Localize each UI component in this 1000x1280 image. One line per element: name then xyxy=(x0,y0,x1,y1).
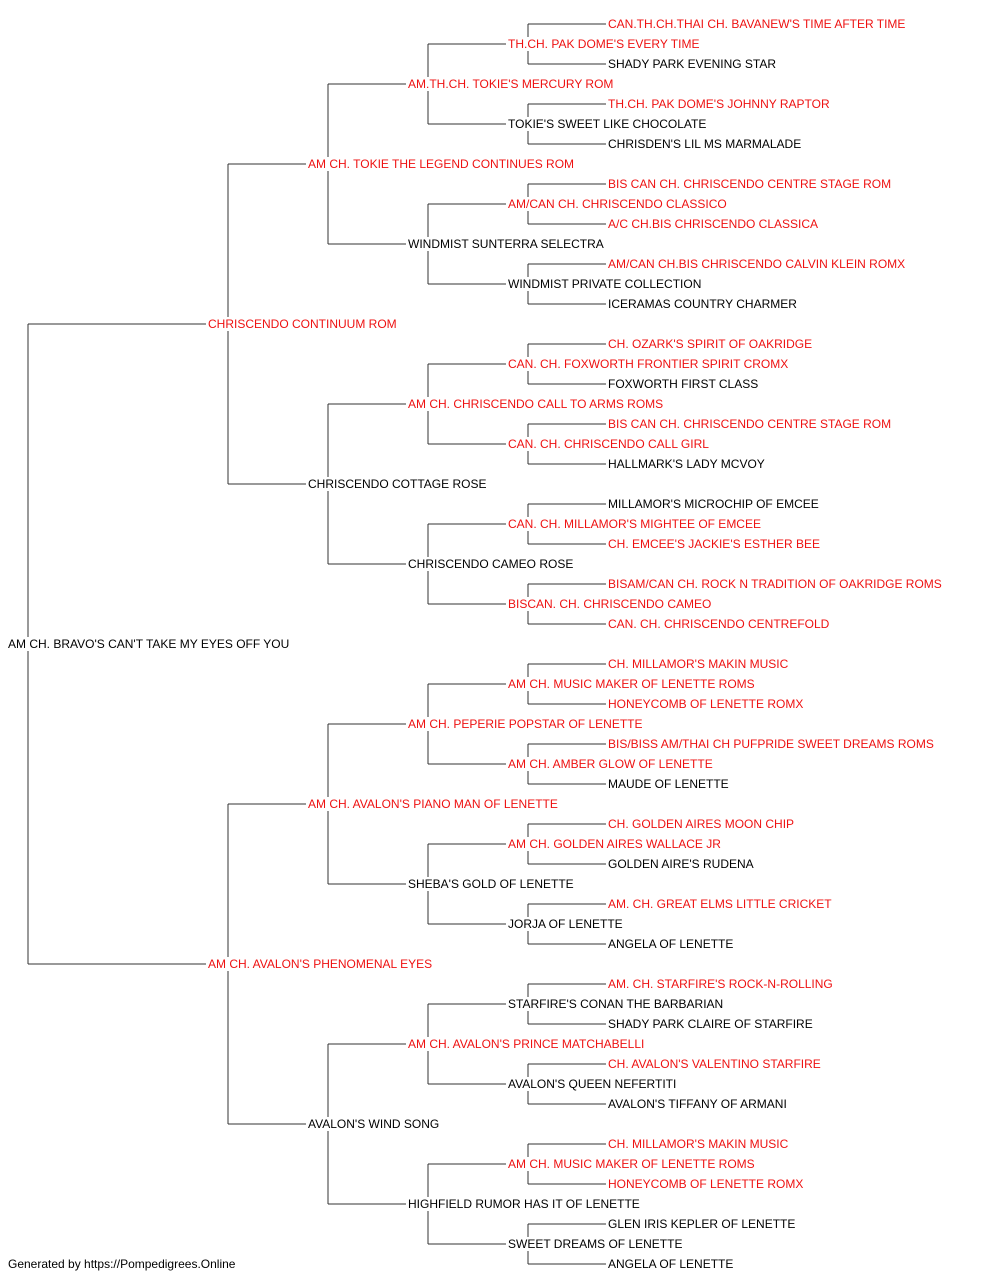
ancestor-name: AM CH. AVALON'S PIANO MAN OF LENETTE xyxy=(308,797,560,811)
ancestor-name: CHRISDEN'S LIL MS MARMALADE xyxy=(608,137,804,151)
ancestor-name: WINDMIST SUNTERRA SELECTRA xyxy=(408,237,606,251)
ancestor-name: ANGELA OF LENETTE xyxy=(608,937,736,951)
ancestor-name: CH. AVALON'S VALENTINO STARFIRE xyxy=(608,1057,823,1071)
ancestor-name: GOLDEN AIRE'S RUDENA xyxy=(608,857,756,871)
ancestor-name: ANGELA OF LENETTE xyxy=(608,1257,736,1271)
ancestor-name: CH. GOLDEN AIRES MOON CHIP xyxy=(608,817,797,831)
generated-by-footer: Generated by https://Pompedigrees.Online xyxy=(8,1257,236,1271)
ancestor-name: AM.TH.CH. TOKIE'S MERCURY ROM xyxy=(408,77,616,91)
ancestor-name: HONEYCOMB OF LENETTE ROMX xyxy=(608,1177,806,1191)
ancestor-name: BISCAN. CH. CHRISCENDO CAMEO xyxy=(508,597,714,611)
ancestor-name: CHRISCENDO COTTAGE ROSE xyxy=(308,477,489,491)
ancestor-name: AM CH. TOKIE THE LEGEND CONTINUES ROM xyxy=(308,157,577,171)
ancestor-name: AM CH. MUSIC MAKER OF LENETTE ROMS xyxy=(508,677,757,691)
ancestor-name: AM CH. AMBER GLOW OF LENETTE xyxy=(508,757,715,771)
ancestor-name: SWEET DREAMS OF LENETTE xyxy=(508,1237,685,1251)
ancestor-name: CAN. CH. FOXWORTH FRONTIER SPIRIT CROMX xyxy=(508,357,791,371)
ancestor-name: GLEN IRIS KEPLER OF LENETTE xyxy=(608,1217,798,1231)
ancestor-name: SHADY PARK EVENING STAR xyxy=(608,57,779,71)
ancestor-name: MILLAMOR'S MICROCHIP OF EMCEE xyxy=(608,497,821,511)
ancestor-name: WINDMIST PRIVATE COLLECTION xyxy=(508,277,704,291)
ancestor-name: TH.CH. PAK DOME'S EVERY TIME xyxy=(508,37,702,51)
ancestor-name: AM/CAN CH.BIS CHRISCENDO CALVIN KLEIN RO… xyxy=(608,257,908,271)
subject-dog-name: AM CH. BRAVO'S CAN'T TAKE MY EYES OFF YO… xyxy=(8,637,292,651)
ancestor-name: JORJA OF LENETTE xyxy=(508,917,625,931)
ancestor-name: BIS CAN CH. CHRISCENDO CENTRE STAGE ROM xyxy=(608,417,894,431)
ancestor-name: CAN.TH.CH.THAI CH. BAVANEW'S TIME AFTER … xyxy=(608,17,908,31)
ancestor-name: AM. CH. STARFIRE'S ROCK-N-ROLLING xyxy=(608,977,835,991)
ancestor-name: AM/CAN CH. CHRISCENDO CLASSICO xyxy=(508,197,729,211)
ancestor-name: AVALON'S WIND SONG xyxy=(308,1117,442,1131)
ancestor-name: A/C CH.BIS CHRISCENDO CLASSICA xyxy=(608,217,821,231)
ancestor-name: AM. CH. GREAT ELMS LITTLE CRICKET xyxy=(608,897,834,911)
ancestor-name: TH.CH. PAK DOME'S JOHNNY RAPTOR xyxy=(608,97,832,111)
ancestor-name: AVALON'S QUEEN NEFERTITI xyxy=(508,1077,679,1091)
ancestor-name: AM CH. AVALON'S PRINCE MATCHABELLI xyxy=(408,1037,647,1051)
ancestor-name: BIS CAN CH. CHRISCENDO CENTRE STAGE ROM xyxy=(608,177,894,191)
ancestor-name: SHADY PARK CLAIRE OF STARFIRE xyxy=(608,1017,815,1031)
ancestor-name: CH. MILLAMOR'S MAKIN MUSIC xyxy=(608,657,791,671)
ancestor-name: AM CH. CHRISCENDO CALL TO ARMS ROMS xyxy=(408,397,666,411)
ancestor-name: CH. MILLAMOR'S MAKIN MUSIC xyxy=(608,1137,791,1151)
ancestor-name: FOXWORTH FIRST CLASS xyxy=(608,377,761,391)
ancestor-name: CAN. CH. CHRISCENDO CALL GIRL xyxy=(508,437,711,451)
ancestor-name: AM CH. GOLDEN AIRES WALLACE JR xyxy=(508,837,723,851)
ancestor-name: CHRISCENDO CONTINUUM ROM xyxy=(208,317,399,331)
ancestor-name: AM CH. AVALON'S PHENOMENAL EYES xyxy=(208,957,435,971)
ancestor-name: AM CH. MUSIC MAKER OF LENETTE ROMS xyxy=(508,1157,757,1171)
ancestor-name: ICERAMAS COUNTRY CHARMER xyxy=(608,297,799,311)
ancestor-name: SHEBA'S GOLD OF LENETTE xyxy=(408,877,576,891)
ancestor-name: AVALON'S TIFFANY OF ARMANI xyxy=(608,1097,789,1111)
ancestor-name: BISAM/CAN CH. ROCK N TRADITION OF OAKRID… xyxy=(608,577,944,591)
ancestor-name: MAUDE OF LENETTE xyxy=(608,777,731,791)
ancestor-name: CH. EMCEE'S JACKIE'S ESTHER BEE xyxy=(608,537,822,551)
ancestor-name: CHRISCENDO CAMEO ROSE xyxy=(408,557,576,571)
ancestor-name: HONEYCOMB OF LENETTE ROMX xyxy=(608,697,806,711)
ancestor-name: AM CH. PEPERIE POPSTAR OF LENETTE xyxy=(408,717,645,731)
ancestor-name: TOKIE'S SWEET LIKE CHOCOLATE xyxy=(508,117,709,131)
ancestor-name: CAN. CH. CHRISCENDO CENTREFOLD xyxy=(608,617,832,631)
ancestor-name: BIS/BISS AM/THAI CH PUFPRIDE SWEET DREAM… xyxy=(608,737,936,751)
ancestor-name: CAN. CH. MILLAMOR'S MIGHTEE OF EMCEE xyxy=(508,517,763,531)
ancestor-name: HALLMARK'S LADY MCVOY xyxy=(608,457,767,471)
ancestor-name: STARFIRE'S CONAN THE BARBARIAN xyxy=(508,997,726,1011)
ancestor-name: CH. OZARK'S SPIRIT OF OAKRIDGE xyxy=(608,337,815,351)
ancestor-name: HIGHFIELD RUMOR HAS IT OF LENETTE xyxy=(408,1197,642,1211)
